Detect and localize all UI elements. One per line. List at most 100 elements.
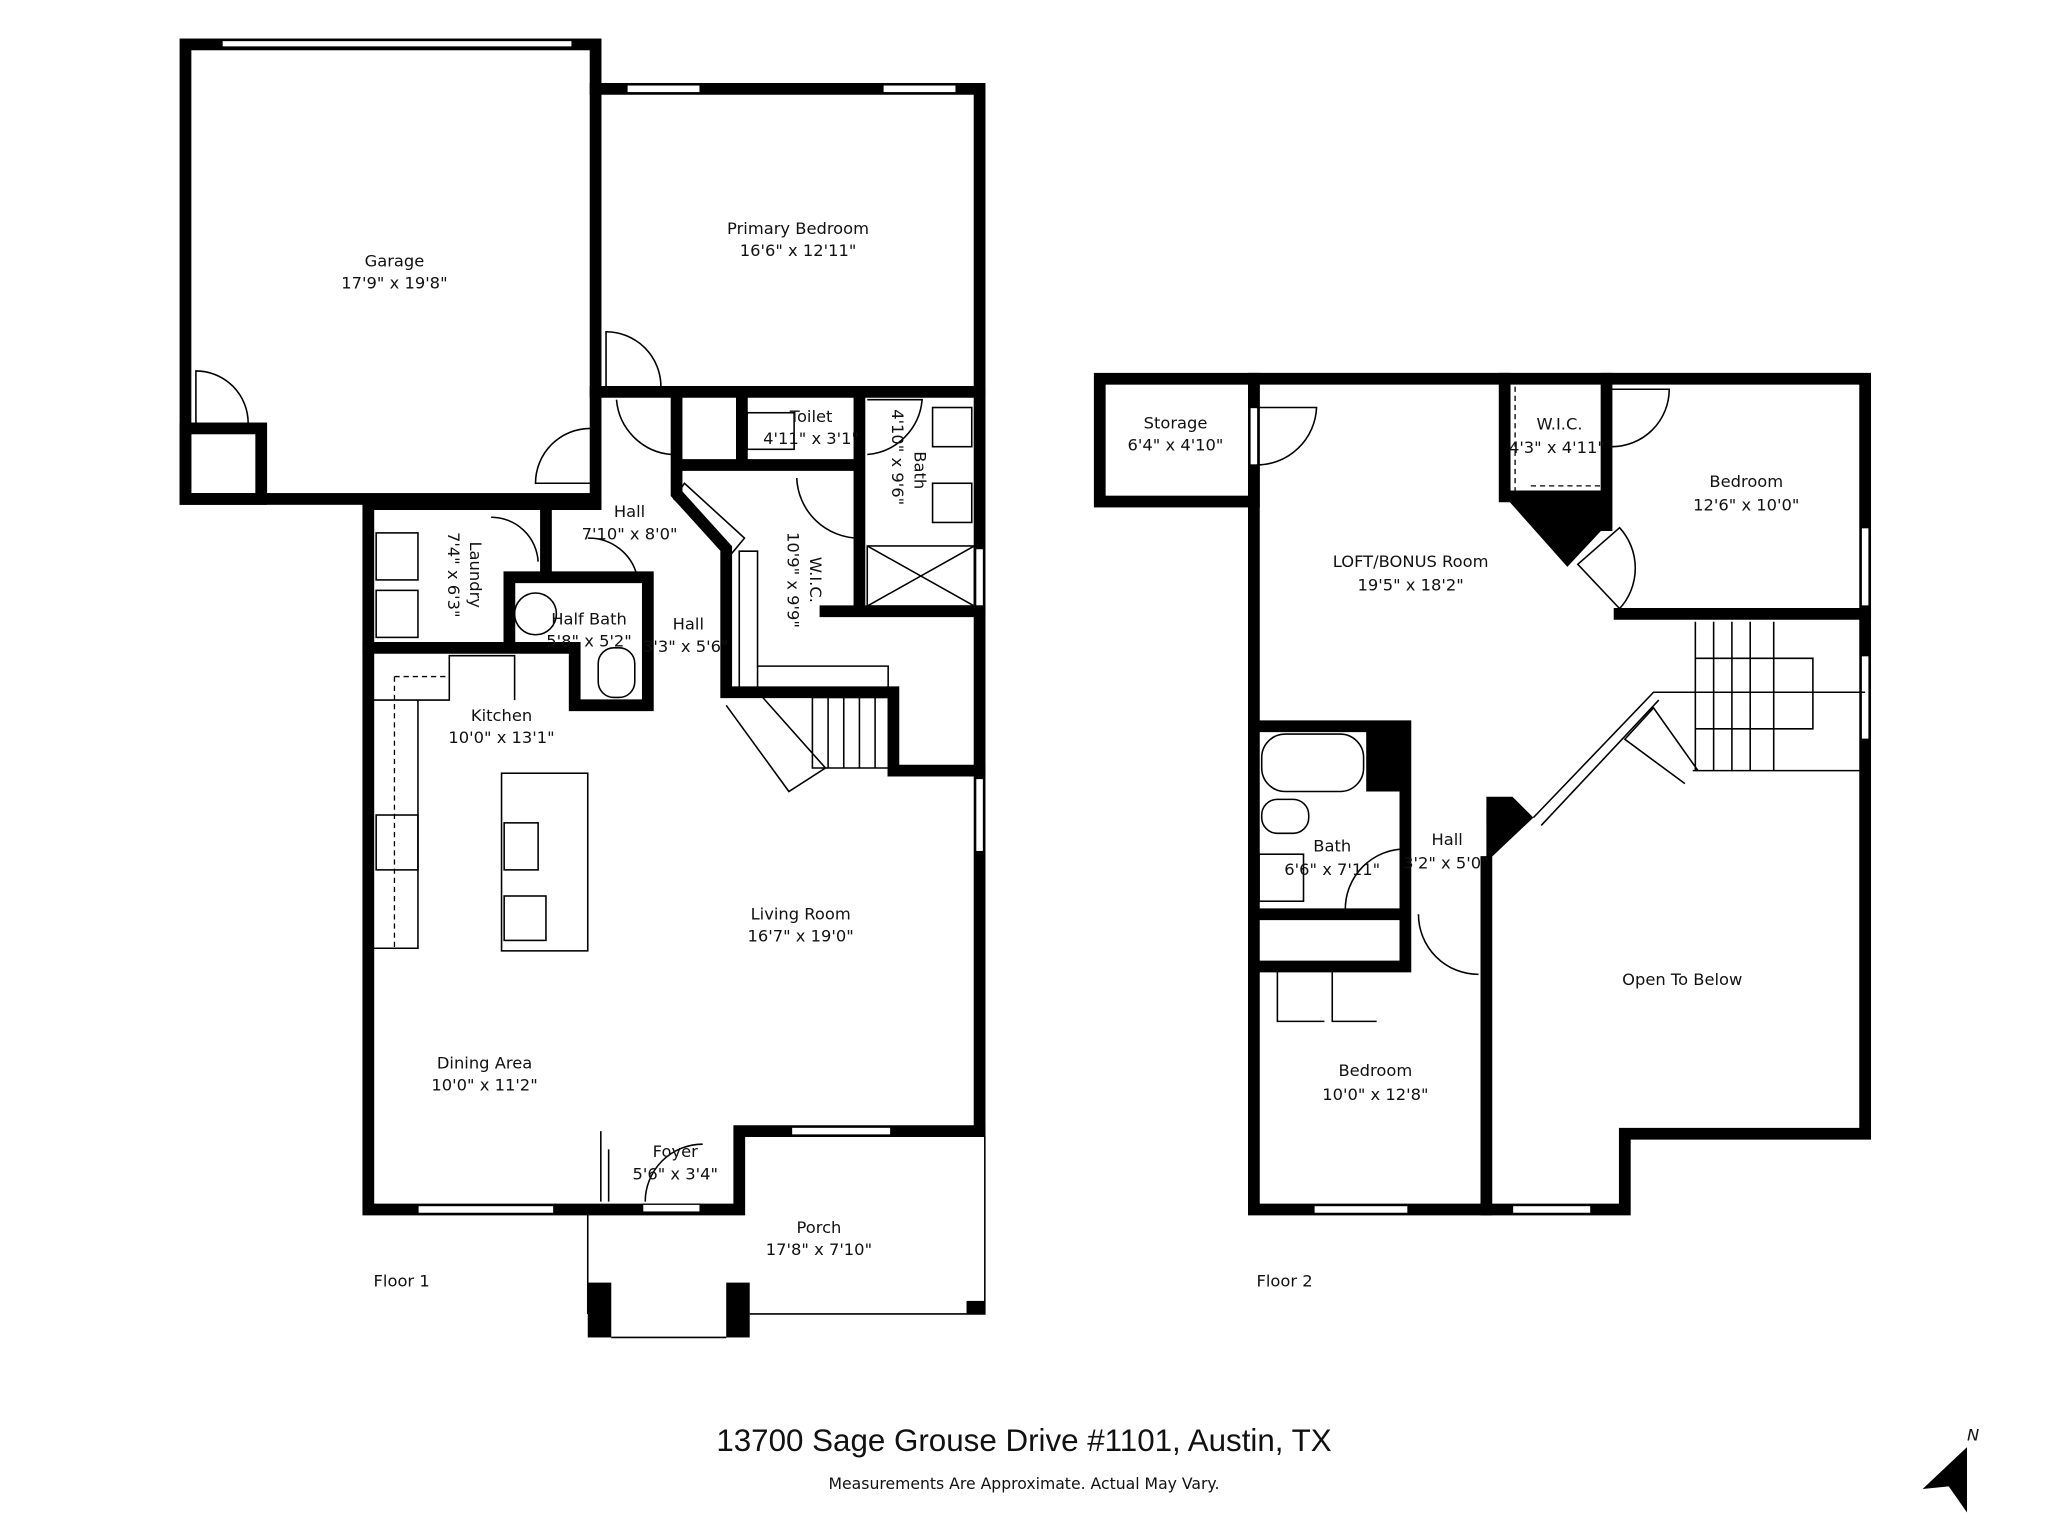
- room-size-bedroom: 10'0" x 12'8": [1322, 1085, 1428, 1104]
- room-size-wic: 4'3" x 4'11": [1509, 438, 1605, 457]
- room-name-hall: Hall: [614, 502, 645, 521]
- front-door: [641, 1203, 701, 1213]
- wall-fill: [1504, 496, 1607, 567]
- room-size-bedroom: 12'6" x 10'0": [1693, 496, 1799, 515]
- stairs: [725, 696, 895, 793]
- window: [975, 547, 985, 607]
- door-swings: [1576, 388, 1671, 610]
- room-name-hall: Hall: [1432, 830, 1463, 849]
- shower: [866, 545, 976, 607]
- room-name-wic: W.I.C.: [806, 557, 825, 603]
- toilet-fixture: [597, 647, 636, 699]
- address-title: 13700 Sage Grouse Drive #1101, Austin, T…: [716, 1423, 1331, 1458]
- sink: [503, 822, 539, 871]
- disclaimer: Measurements Are Approximate. Actual May…: [829, 1474, 1220, 1493]
- room-size-kitchen: 10'0" x 13'1": [448, 728, 554, 747]
- floor-2-plan: Storage 6'4" x 4'10" W.I.C. 4'3" x 4'11"…: [1093, 372, 1872, 1291]
- room-name-kitchen: Kitchen: [471, 706, 532, 725]
- window: [975, 777, 985, 853]
- room-size-toilet: 4'11" x 3'1": [763, 429, 859, 448]
- porch-pillar: [587, 1282, 612, 1338]
- room-name-hall: Hall: [673, 615, 704, 634]
- sink: [931, 406, 973, 448]
- window: [1860, 655, 1870, 740]
- room-size-bath: 4'10" x 9'6": [888, 409, 907, 505]
- door-swing: [534, 427, 591, 485]
- room-size-dining-area: 10'0" x 11'2": [431, 1076, 537, 1095]
- toilet-fixture: [746, 411, 795, 451]
- door-swings: [1276, 848, 1479, 1023]
- room-name-loft: LOFT/BONUS Room: [1333, 552, 1489, 571]
- interior-walls: [589, 385, 986, 777]
- room-size-porch: 17'8" x 7'10": [766, 1240, 872, 1259]
- door-swing: [644, 1143, 703, 1202]
- north-label: N: [1967, 1426, 1979, 1445]
- room-name-half-bath: Half Bath: [551, 609, 627, 628]
- window: [1313, 1204, 1409, 1215]
- floor-1-label: Floor 1: [374, 1272, 430, 1291]
- toilet-fixture: [1260, 798, 1310, 835]
- wall-fill: [1366, 723, 1408, 792]
- sink: [1258, 853, 1305, 903]
- dishwasher: [503, 895, 547, 942]
- window: [1860, 527, 1870, 607]
- kitchen-counter: [373, 654, 516, 950]
- door-swing: [195, 370, 249, 424]
- window: [626, 84, 701, 94]
- door-swings: [491, 398, 923, 578]
- room-name-bath: Bath: [1313, 837, 1351, 856]
- room-name-dining-area: Dining Area: [437, 1053, 532, 1072]
- storage-door: [1249, 406, 1259, 466]
- porch-pillar: [726, 1282, 750, 1338]
- floor-2-outline: [1248, 372, 1872, 1216]
- room-size-hall: 3'2" x 5'0": [1403, 854, 1489, 873]
- room-size-foyer: 5'6" x 3'4": [633, 1164, 719, 1183]
- room-name-laundry: Laundry: [466, 541, 485, 608]
- door-swing: [1256, 406, 1318, 466]
- room-size-living-room: 16'7" x 19'0": [748, 927, 854, 946]
- room-size-primary-bedroom: 16'6" x 12'11": [740, 241, 857, 260]
- room-name-open-to-below: Open To Below: [1622, 970, 1742, 989]
- shower-cross: [866, 545, 975, 607]
- foyer-wall: [600, 1131, 610, 1202]
- washer: [375, 532, 419, 581]
- room-name-storage: Storage: [1144, 413, 1208, 432]
- garage-closet: [179, 422, 268, 505]
- room-name-primary-bedroom: Primary Bedroom: [727, 219, 869, 238]
- room-size-bath: 6'6" x 7'11": [1284, 860, 1380, 879]
- cabinet-line: [393, 675, 450, 949]
- room-size-wic: 10'9" x 9'9": [784, 532, 803, 628]
- window: [790, 1126, 892, 1136]
- room-name-porch: Porch: [796, 1218, 841, 1237]
- room-size-storage: 6'4" x 4'10": [1128, 436, 1224, 455]
- north-arrow-icon: N: [1922, 1426, 1979, 1513]
- sink: [513, 592, 558, 636]
- room-size-garage: 17'9" x 19'8": [341, 274, 447, 293]
- room-size-hall: 7'10" x 8'0": [582, 524, 678, 543]
- kitchen-island: [500, 772, 589, 952]
- room-size-hall: 3'3" x 5'6": [643, 637, 729, 656]
- closet-line: [1514, 386, 1602, 494]
- porch-pillar: [966, 1300, 985, 1314]
- room-name-toilet: Toilet: [789, 407, 833, 426]
- room-size-laundry: 7'4" x 6'3": [444, 532, 463, 618]
- bathtub: [1260, 733, 1365, 793]
- interior-walls: [362, 498, 654, 712]
- window: [417, 1204, 555, 1215]
- room-name-wic: W.I.C.: [1537, 415, 1583, 434]
- room-name-foyer: Foyer: [653, 1142, 698, 1161]
- room-size-loft: 19'5" x 18'2": [1357, 575, 1463, 594]
- floor-1-plan: Garage 17'9" x 19'8" Primary Bedroom 16'…: [179, 38, 986, 1339]
- window: [882, 84, 957, 94]
- floor-2-label: Floor 2: [1256, 1272, 1312, 1291]
- stove-icon: [375, 814, 419, 871]
- stairs: [1532, 621, 1866, 827]
- dryer: [375, 589, 419, 639]
- window: [1511, 1204, 1592, 1215]
- garage-door: [221, 39, 573, 48]
- room-name-bedroom: Bedroom: [1709, 472, 1783, 491]
- closet-shelving: [672, 482, 889, 691]
- wall-fill: [1486, 796, 1534, 863]
- room-name-living-room: Living Room: [751, 905, 851, 924]
